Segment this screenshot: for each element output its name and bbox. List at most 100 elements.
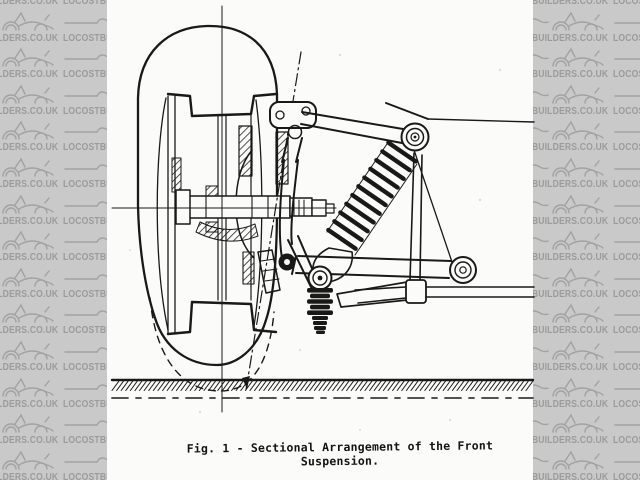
- locost-car-logo: [2, 267, 54, 287]
- locost-car-logo: [64, 274, 107, 280]
- locost-car-logo: [64, 420, 107, 426]
- locost-car-logo: [533, 377, 604, 397]
- kingpin-axis-line: [245, 51, 302, 391]
- locost-car-logo: [64, 17, 107, 24]
- locost-car-logo: [2, 120, 54, 141]
- locost-car-logo: [614, 278, 640, 280]
- ground-line: [110, 378, 535, 399]
- locost-car-logo: [533, 194, 604, 214]
- locost-car-logo: [533, 157, 604, 177]
- locost-car-logo: [2, 11, 54, 31]
- locost-car-logo: [614, 314, 640, 317]
- anti-roll-bar-clamp: [405, 279, 427, 304]
- locost-car-logo: [533, 450, 604, 470]
- locost-car-logo: [533, 413, 604, 433]
- locost-car-logo: [2, 340, 54, 360]
- locost-car-logo: [614, 461, 640, 463]
- locost-car-logo: [614, 204, 640, 207]
- locost-car-logo: [614, 95, 640, 97]
- locost-car-logo: [533, 47, 604, 67]
- locost-car-logo: [64, 310, 107, 317]
- locost-car-logo: [614, 241, 640, 243]
- watermark-strip-left: LOCOSTBUILDERS.CO.UKLOCOSTBUILDERS.CO.UK…: [0, 0, 107, 480]
- diagonal-brace: [413, 149, 453, 263]
- chassis-line: [385, 102, 535, 123]
- locost-car-logo: [2, 450, 54, 470]
- locost-car-logo: [533, 303, 604, 324]
- locost-car-logo: [2, 84, 54, 104]
- tie-rod: [336, 280, 418, 308]
- locost-car-logo: [614, 21, 640, 24]
- locost-car-logo: [533, 267, 604, 287]
- locost-car-logo: [533, 340, 604, 360]
- locost-car-logo: [2, 413, 54, 433]
- locost-car-logo: [64, 383, 107, 390]
- locost-car-logo: [2, 194, 54, 214]
- locost-car-logo: [64, 91, 107, 97]
- locost-car-logo: [64, 237, 107, 243]
- locost-car-logo: [64, 127, 107, 134]
- locost-car-logo: [533, 84, 604, 104]
- watermark-strip-right: LOCOSTBUILDERS.CO.UKLOCOSTBUILDERS.CO.UK…: [533, 0, 640, 480]
